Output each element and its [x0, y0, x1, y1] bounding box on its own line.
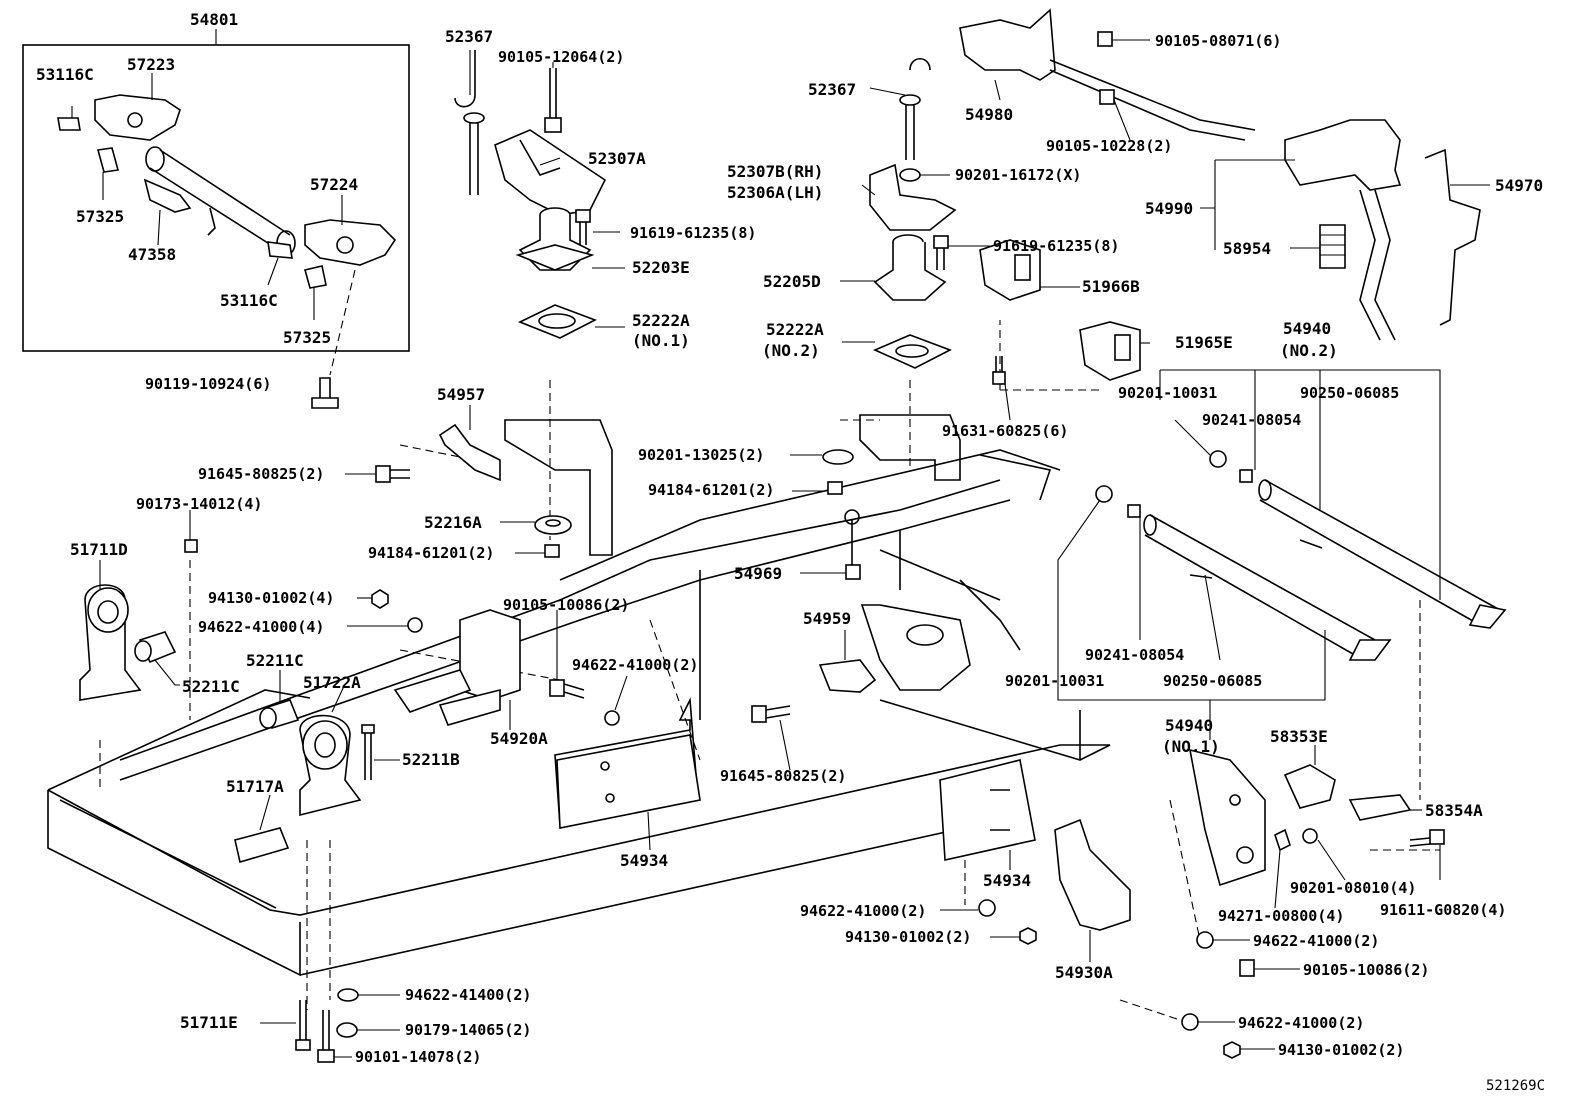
label-57224[interactable]: 57224	[310, 175, 358, 194]
hardware-parts	[79, 8, 1507, 1063]
label-90101-14078[interactable]: 90101-14078(2)	[355, 1048, 481, 1066]
label-90201-10031-a[interactable]: 90201-10031	[1118, 384, 1217, 402]
label-51711d[interactable]: 51711D	[70, 540, 128, 559]
label-90179-14065[interactable]: 90179-14065(2)	[405, 1021, 531, 1039]
label-94622-41000-b[interactable]: 94622-41000(2)	[572, 656, 698, 674]
label-91631-60825[interactable]: 91631-60825(6)	[942, 422, 1068, 440]
label-94622-41000-e[interactable]: 94622-41000(2)	[1238, 1014, 1364, 1032]
label-54930a[interactable]: 54930A	[1055, 963, 1113, 982]
label-53116c-b[interactable]: 53116C	[220, 291, 278, 310]
label-57325-b[interactable]: 57325	[283, 328, 331, 347]
label-47358[interactable]: 47358	[128, 245, 176, 264]
label-91645-80825-b[interactable]: 91645-80825(2)	[720, 767, 846, 785]
label-54940-a-note[interactable]: (NO.1)	[1162, 737, 1220, 756]
diagram-id: 521269C	[1486, 1078, 1545, 1094]
label-58954[interactable]: 58954	[1223, 239, 1271, 258]
label-90201-16172[interactable]: 90201-16172(X)	[955, 166, 1081, 184]
frame-rails	[47, 320, 1440, 1021]
label-54980[interactable]: 54980	[965, 105, 1013, 124]
label-94130-01002-a[interactable]: 94130-01002(4)	[208, 589, 334, 607]
label-54940-a[interactable]: 54940	[1165, 716, 1213, 735]
label-90105-10228[interactable]: 90105-10228(2)	[1046, 137, 1172, 155]
label-90250-06085-b[interactable]: 90250-06085	[1163, 672, 1262, 690]
label-52216a[interactable]: 52216A	[424, 513, 482, 532]
label-54934-b[interactable]: 54934	[983, 871, 1031, 890]
label-90201-13025[interactable]: 90201-13025(2)	[638, 446, 764, 464]
label-51722a[interactable]: 51722A	[303, 673, 361, 692]
label-52203e[interactable]: 52203E	[632, 258, 690, 277]
label-90105-08071[interactable]: 90105-08071(6)	[1155, 32, 1281, 50]
label-91619-61235-a[interactable]: 91619-61235(8)	[630, 224, 756, 242]
label-52211b[interactable]: 52211B	[402, 750, 460, 769]
label-91619-61235-b[interactable]: 91619-61235(8)	[993, 237, 1119, 255]
label-52222a-a[interactable]: 52222A	[632, 311, 690, 330]
label-52222a-b-note[interactable]: (NO.2)	[762, 341, 820, 360]
label-54801[interactable]: 54801	[190, 10, 238, 29]
label-51965e[interactable]: 51965E	[1175, 333, 1233, 352]
label-52306a[interactable]: 52306A(LH)	[727, 183, 823, 202]
kit-box-54801	[22, 29, 410, 376]
label-52205d[interactable]: 52205D	[763, 272, 821, 291]
label-54920a[interactable]: 54920A	[490, 729, 548, 748]
label-94130-01002-c[interactable]: 94130-01002(2)	[1278, 1041, 1404, 1059]
label-52211c-a[interactable]: 52211C	[246, 651, 304, 670]
label-90241-08054-b[interactable]: 90241-08054	[1085, 646, 1184, 664]
label-51966b[interactable]: 51966B	[1082, 277, 1140, 296]
leader-lines	[99, 39, 1490, 1058]
label-91611-g0820[interactable]: 91611-G0820(4)	[1380, 901, 1506, 919]
label-51711e[interactable]: 51711E	[180, 1013, 238, 1032]
label-52367-b[interactable]: 52367	[808, 80, 856, 99]
label-94622-41000-a[interactable]: 94622-41000(4)	[198, 618, 324, 636]
label-90119-10924[interactable]: 90119-10924(6)	[145, 375, 271, 393]
label-58353e[interactable]: 58353E	[1270, 727, 1328, 746]
label-52222a-b[interactable]: 52222A	[766, 320, 824, 339]
label-94622-41400[interactable]: 94622-41400(2)	[405, 986, 531, 1004]
label-94622-41000-d[interactable]: 94622-41000(2)	[1253, 932, 1379, 950]
label-51717a[interactable]: 51717A	[226, 777, 284, 796]
label-90173-14012[interactable]: 90173-14012(4)	[136, 495, 262, 513]
label-94622-41000-c[interactable]: 94622-41000(2)	[800, 902, 926, 920]
label-52307a[interactable]: 52307A	[588, 149, 646, 168]
label-54969[interactable]: 54969	[734, 564, 782, 583]
label-90201-08010[interactable]: 90201-08010(4)	[1290, 879, 1416, 897]
label-52367-a[interactable]: 52367	[445, 27, 493, 46]
label-54957[interactable]: 54957	[437, 385, 485, 404]
label-54959[interactable]: 54959	[803, 609, 851, 628]
label-90241-08054-a[interactable]: 90241-08054	[1202, 411, 1301, 429]
label-54970[interactable]: 54970	[1495, 176, 1543, 195]
label-53116c-a[interactable]: 53116C	[36, 65, 94, 84]
label-54990[interactable]: 54990	[1145, 199, 1193, 218]
label-90201-10031-b[interactable]: 90201-10031	[1005, 672, 1104, 690]
label-90105-12064[interactable]: 90105-12064(2)	[498, 48, 624, 66]
label-52307b[interactable]: 52307B(RH)	[727, 162, 823, 181]
label-90105-10086-b[interactable]: 90105-10086(2)	[1303, 961, 1429, 979]
label-54940-b[interactable]: 54940	[1283, 319, 1331, 338]
label-94130-01002-b[interactable]: 94130-01002(2)	[845, 928, 971, 946]
label-57223[interactable]: 57223	[127, 55, 175, 74]
label-90105-10086-a[interactable]: 90105-10086(2)	[503, 596, 629, 614]
label-54934-a[interactable]: 54934	[620, 851, 668, 870]
label-54940-b-note[interactable]: (NO.2)	[1280, 341, 1338, 360]
label-91645-80825-a[interactable]: 91645-80825(2)	[198, 465, 324, 483]
label-52222a-a-note[interactable]: (NO.1)	[632, 331, 690, 350]
label-57325-a[interactable]: 57325	[76, 207, 124, 226]
label-94271-00800[interactable]: 94271-00800(4)	[1218, 907, 1344, 925]
label-94184-61201-b[interactable]: 94184-61201(2)	[648, 481, 774, 499]
label-52211c-b[interactable]: 52211C	[182, 677, 240, 696]
label-58354a[interactable]: 58354A	[1425, 801, 1483, 820]
part-labels: 54801 53116C 57223 57325 57224 47358 531…	[36, 10, 1545, 1094]
label-90250-06085-a[interactable]: 90250-06085	[1300, 384, 1399, 402]
label-94184-61201-a[interactable]: 94184-61201(2)	[368, 544, 494, 562]
